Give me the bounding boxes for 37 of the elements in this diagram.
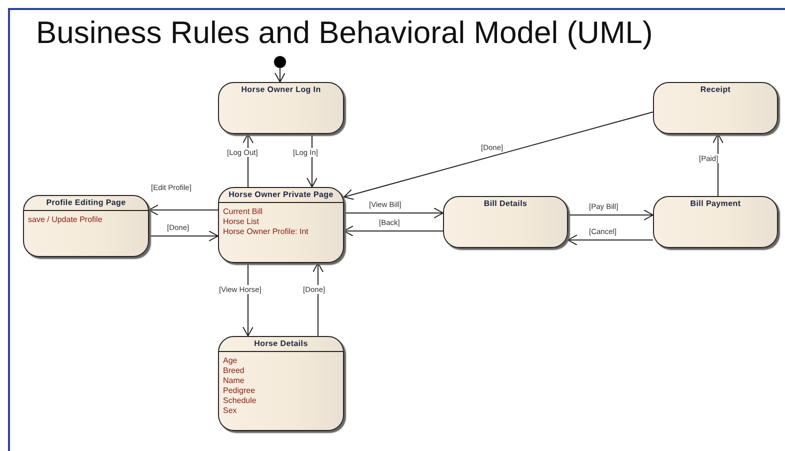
state-box — [218, 336, 344, 431]
state-attribute: Breed — [222, 366, 246, 376]
state-box — [653, 82, 778, 134]
state-box — [443, 196, 568, 248]
state-name: Receipt — [699, 84, 732, 96]
state-name: Horse Owner Log In — [240, 84, 322, 96]
transition-arrow — [242, 262, 254, 336]
state-box — [218, 82, 344, 134]
initial-state-dot — [274, 56, 286, 68]
transition-arrow — [148, 204, 218, 216]
state-action: save / Update Profile — [27, 214, 104, 225]
state-attribute: Pedigree — [222, 386, 256, 396]
state-attribute: Age — [222, 355, 238, 366]
transition-arrow — [344, 226, 444, 236]
state-box — [218, 187, 344, 263]
transition-arrow — [712, 134, 724, 196]
state-attribute: Name — [222, 376, 246, 386]
transition-arrow — [568, 234, 654, 246]
transition-arrow — [274, 68, 286, 82]
transition-arrow — [344, 208, 444, 218]
transition-arrow — [312, 262, 324, 336]
transition-arrow — [148, 230, 218, 242]
state-attribute: Horse Owner Profile: Int — [222, 227, 310, 237]
state-attribute: Horse List — [222, 217, 260, 227]
transition-arrow — [344, 112, 654, 200]
state-box — [653, 196, 778, 248]
state-name: Bill Payment — [689, 198, 742, 210]
state-name: Horse Owner Private Page — [228, 189, 334, 201]
state-box — [23, 195, 149, 257]
state-name: Profile Editing Page — [45, 197, 127, 209]
state-name: Bill Details — [482, 198, 528, 210]
diagram-title: Business Rules and Behavioral Model (UML) — [36, 14, 653, 52]
transition-arrow — [568, 210, 654, 220]
state-attribute: Schedule — [222, 396, 258, 406]
state-attribute: Current Bill — [222, 206, 264, 217]
state-attribute: Sex — [222, 406, 238, 416]
state-name: Horse Details — [253, 338, 309, 350]
